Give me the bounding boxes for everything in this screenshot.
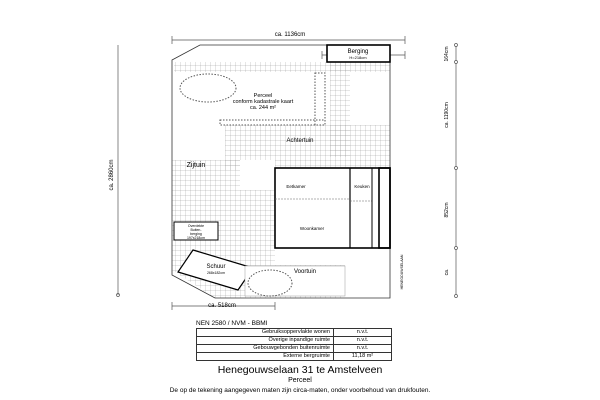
dimension-right-1-label: 164cm: [444, 46, 450, 61]
voortuin-label: Voortuin: [294, 269, 316, 275]
tree-icon: [247, 269, 293, 297]
overdekte-label-4: 197x218cm: [187, 236, 205, 240]
eetkamer-label: Eetkamer: [286, 184, 306, 189]
row-value: n.v.t.: [333, 344, 392, 353]
row-value: 11,18 m²: [333, 352, 392, 361]
legend-title: NEN 2580 / NVM - BBMI: [196, 320, 268, 327]
keuken-label: Keuken: [354, 184, 370, 189]
overdekte-label-1: Overdekte: [188, 224, 204, 228]
plot-boundary: [171, 44, 391, 299]
row-label: Gebruiksoppervlakte wonen: [196, 328, 334, 337]
row-label: Overige inpandige ruimte: [196, 336, 334, 345]
dimension-right-3-label: 852cm: [444, 202, 450, 217]
hedge-icon: [314, 72, 326, 126]
berging-box: [326, 44, 391, 63]
perceel-label: Perceel: [254, 93, 273, 99]
dimension-right: [454, 43, 458, 298]
overdekte-label-3: berging: [190, 232, 202, 236]
zijtuin-label: Zijtuin: [187, 162, 206, 169]
subtitle: Perceel: [288, 377, 312, 384]
perceel-sub-label: conform kadastrale kaart: [233, 99, 294, 105]
dimension-right-4-label: ca.: [444, 269, 450, 276]
area-legend: NEN 2580 / NVM - BBMI Gebruiksoppervlakt…: [196, 320, 396, 361]
berging-height-label: H=218cm: [349, 55, 367, 60]
hedge-icon: [219, 119, 326, 126]
street-label: HENEGOUWSELAAN: [400, 254, 404, 289]
berging-label: Berging: [348, 49, 369, 55]
row-label: Gebouwgebonden buitenruimte: [196, 344, 334, 353]
disclaimer: De op de tekening aangegeven maten zijn …: [169, 387, 431, 394]
row-value: n.v.t.: [333, 336, 392, 345]
overdekte-label-2: Buiten-: [190, 228, 202, 232]
dimension-top-total: [171, 36, 406, 44]
floor-plan: ca. 1136cm 316cm ca. 2860cm 164cm ca. 11…: [109, 32, 458, 310]
schuur-label: Schuur: [206, 264, 225, 270]
dimension-bottom-label: ca. 518cm: [208, 303, 236, 309]
achtertuin-label: Achtertuin: [286, 138, 313, 144]
house: [274, 167, 391, 249]
woonkamer-label: Woonkamer: [300, 226, 325, 231]
address-title: Henegouwselaan 31 te Amstelveen: [217, 364, 383, 376]
row-value: n.v.t.: [333, 328, 392, 337]
perceel-area-label: ca. 244 m²: [250, 105, 276, 111]
dimension-left: [116, 45, 120, 297]
tree-icon: [179, 73, 237, 103]
dimension-left-label: ca. 2860cm: [109, 159, 115, 190]
dimension-top-total-label: ca. 1136cm: [275, 32, 306, 38]
row-label: Externe bergruimte: [196, 352, 334, 361]
schuur-box: [177, 249, 254, 291]
schuur-size-label: 268x182cm: [207, 271, 225, 275]
dimension-right-2-label: ca. 1190cm: [444, 102, 450, 127]
overdekte-berging-box: [173, 221, 219, 241]
dimension-bottom: [171, 302, 276, 310]
